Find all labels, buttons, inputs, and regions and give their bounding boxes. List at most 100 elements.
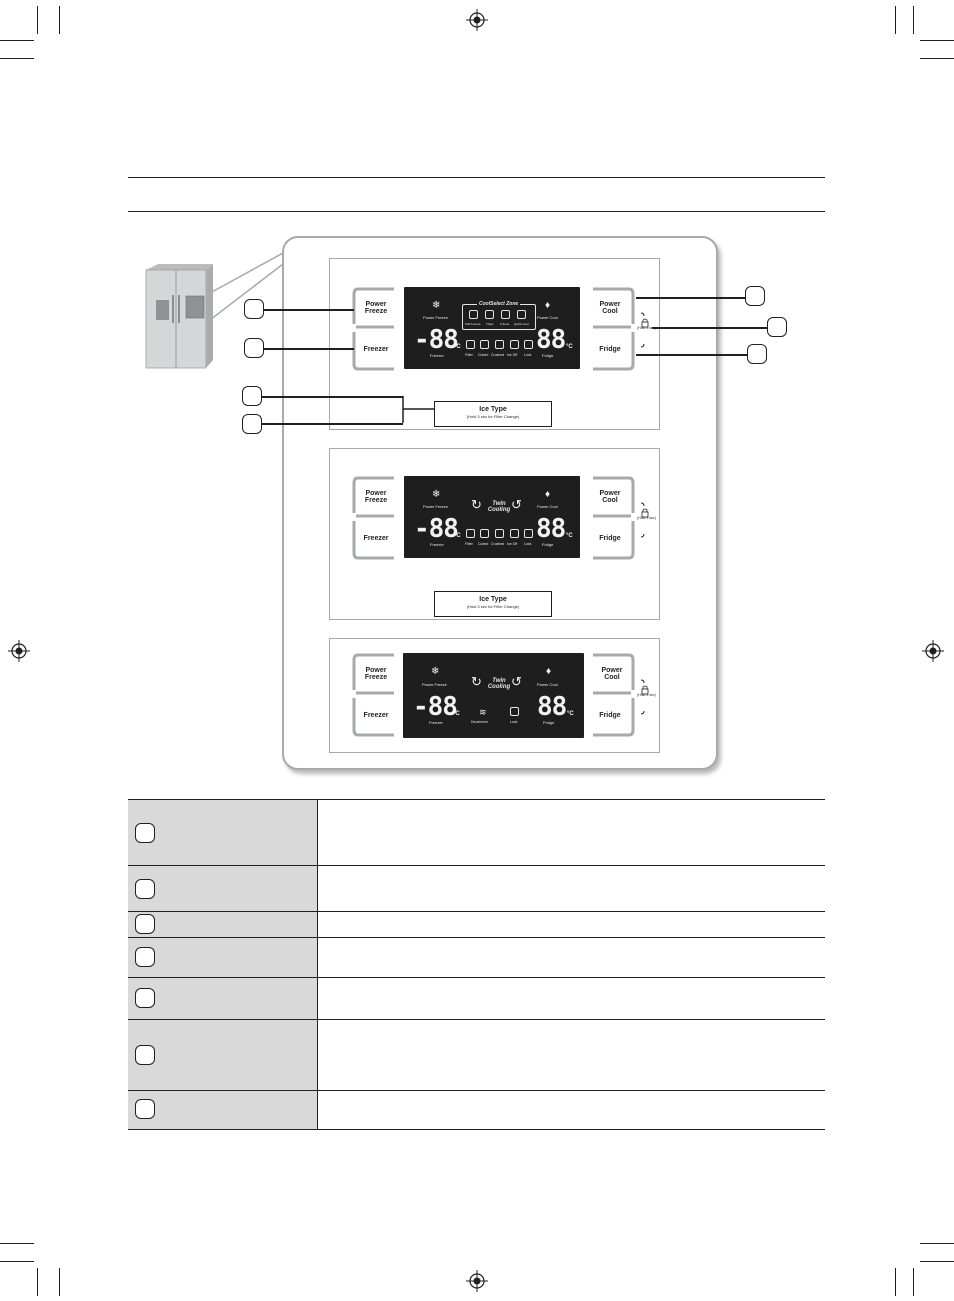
crop-mark <box>0 1261 34 1262</box>
table-row-description-cell <box>317 911 825 938</box>
registration-mark-icon <box>466 1270 488 1292</box>
fridge-unit: °C <box>567 711 574 717</box>
crushed-ice-icon <box>495 529 504 538</box>
fridge-display-label: Fridge <box>542 353 554 358</box>
ice-type-button[interactable]: Ice Type (Hold 3 sec for Filter Change) <box>434 591 552 617</box>
twin-cooling-label: Twin Cooling <box>487 501 511 513</box>
fridge-unit: °C <box>566 344 573 350</box>
freezer-unit: °C <box>453 711 460 717</box>
table-row <box>128 865 825 912</box>
callout-leader-line <box>264 309 354 311</box>
power-freeze-indicator: Power Freeze <box>423 315 448 320</box>
row-number-box <box>135 914 155 934</box>
table-row-label-cell <box>128 799 318 866</box>
table-row-description-cell <box>317 977 825 1020</box>
table-row <box>128 937 825 978</box>
power-freeze-button[interactable]: Power Freeze <box>364 490 388 504</box>
fridge-button[interactable]: Fridge <box>599 711 621 719</box>
callout-leader-line <box>264 348 354 350</box>
callout-marker <box>242 386 262 406</box>
lock-icon <box>640 679 649 715</box>
table-row-label-cell <box>128 865 318 912</box>
status-label: Ice Off <box>507 353 518 357</box>
fridge-temp-readout: 88 <box>537 692 567 722</box>
freezer-unit: °C <box>454 344 461 350</box>
power-cool-button[interactable]: Power Cool <box>601 667 623 681</box>
row-number-box <box>135 988 155 1008</box>
callout-marker <box>767 317 787 337</box>
fridge-display-label: Fridge <box>542 542 554 547</box>
left-button-bracket-icon <box>352 476 394 560</box>
heading-rule-top <box>128 177 825 178</box>
freezer-display-label: Freezer <box>430 353 444 358</box>
crop-mark <box>895 6 896 34</box>
ice-type-button[interactable]: Ice Type (Hold 3 sec for Filter Change) <box>434 401 552 427</box>
power-freeze-button[interactable]: Power Freeze <box>364 301 388 315</box>
freezer-display-label: Freezer <box>429 720 443 725</box>
callout-marker <box>244 299 264 319</box>
cubed-ice-icon <box>480 340 489 349</box>
hold-3sec-label: (Hold 3 sec) <box>637 516 656 520</box>
twin-cooling-right-arrow-icon: ↺ <box>511 497 522 512</box>
fridge-button[interactable]: Fridge <box>599 345 621 353</box>
heading-rule-bottom <box>128 211 825 212</box>
zone-item-label: Quick Cool <box>514 322 529 326</box>
status-label: Cubed <box>478 353 489 357</box>
deodorizer-icon: ≋ <box>479 707 487 717</box>
crop-mark <box>913 1268 914 1296</box>
freezer-button[interactable]: Freezer <box>363 534 389 542</box>
fridge-display-label: Fridge <box>543 720 555 725</box>
status-label: Crushed <box>491 542 505 546</box>
callout-marker <box>745 286 765 306</box>
table-row-label-cell <box>128 977 318 1020</box>
lock-hold-indicator: (Hold 3 sec) <box>636 678 658 718</box>
filter-icon <box>466 340 475 349</box>
crop-mark <box>920 1243 954 1244</box>
table-row-description-cell <box>317 1090 825 1130</box>
quick-cool-icon <box>517 310 526 319</box>
water-drop-icon: ♦ <box>546 666 552 677</box>
coolselect-zone-title: CoolSelect Zone <box>477 301 521 307</box>
power-cool-indicator: Power Cool <box>537 682 558 687</box>
right-button-bracket-icon <box>593 653 635 737</box>
hold-3sec-label: (Hold 3 sec) <box>637 693 656 697</box>
left-button-bracket-icon <box>352 653 394 737</box>
cubed-ice-icon <box>480 529 489 538</box>
status-label: Crushed <box>491 353 505 357</box>
power-cool-button[interactable]: Power Cool <box>599 301 621 315</box>
registration-mark-icon <box>466 9 488 31</box>
freezer-button[interactable]: Freezer <box>363 711 389 719</box>
control-description-table <box>128 799 825 1130</box>
right-button-bracket-icon <box>593 287 635 371</box>
crop-mark <box>913 6 914 34</box>
status-label: Lock <box>524 353 532 357</box>
thaw-icon <box>485 310 494 319</box>
status-label: Lock <box>524 542 532 546</box>
twin-cooling-left-arrow-icon: ↻ <box>471 497 482 512</box>
callout-leader-line <box>636 354 747 356</box>
snowflake-icon: ❄ <box>431 666 440 677</box>
status-label: Filter <box>465 353 473 357</box>
power-freeze-indicator: Power Freeze <box>422 682 447 687</box>
row-number-box <box>135 947 155 967</box>
water-drop-icon: ♦ <box>545 489 551 500</box>
crop-mark <box>0 40 34 41</box>
lock-icon <box>640 502 649 538</box>
row-number-box <box>135 879 155 899</box>
power-freeze-button[interactable]: Power Freeze <box>364 667 388 681</box>
freezer-button[interactable]: Freezer <box>363 345 389 353</box>
row-number-box <box>135 1045 155 1065</box>
power-cool-button[interactable]: Power Cool <box>599 490 621 504</box>
status-label: Filter <box>465 542 473 546</box>
row-number-box <box>135 823 155 843</box>
fridge-button[interactable]: Fridge <box>599 534 621 542</box>
water-drop-icon: ♦ <box>545 300 551 311</box>
refrigerator-illustration <box>145 251 284 369</box>
status-label: Cubed <box>478 542 489 546</box>
crop-mark <box>59 1268 60 1296</box>
hold-3sec-label: (Hold 3 sec) <box>637 326 656 330</box>
callout-marker <box>244 338 264 358</box>
callout-leader-line <box>636 297 745 299</box>
ice-off-icon <box>510 340 519 349</box>
callout-leader-line <box>652 327 767 329</box>
